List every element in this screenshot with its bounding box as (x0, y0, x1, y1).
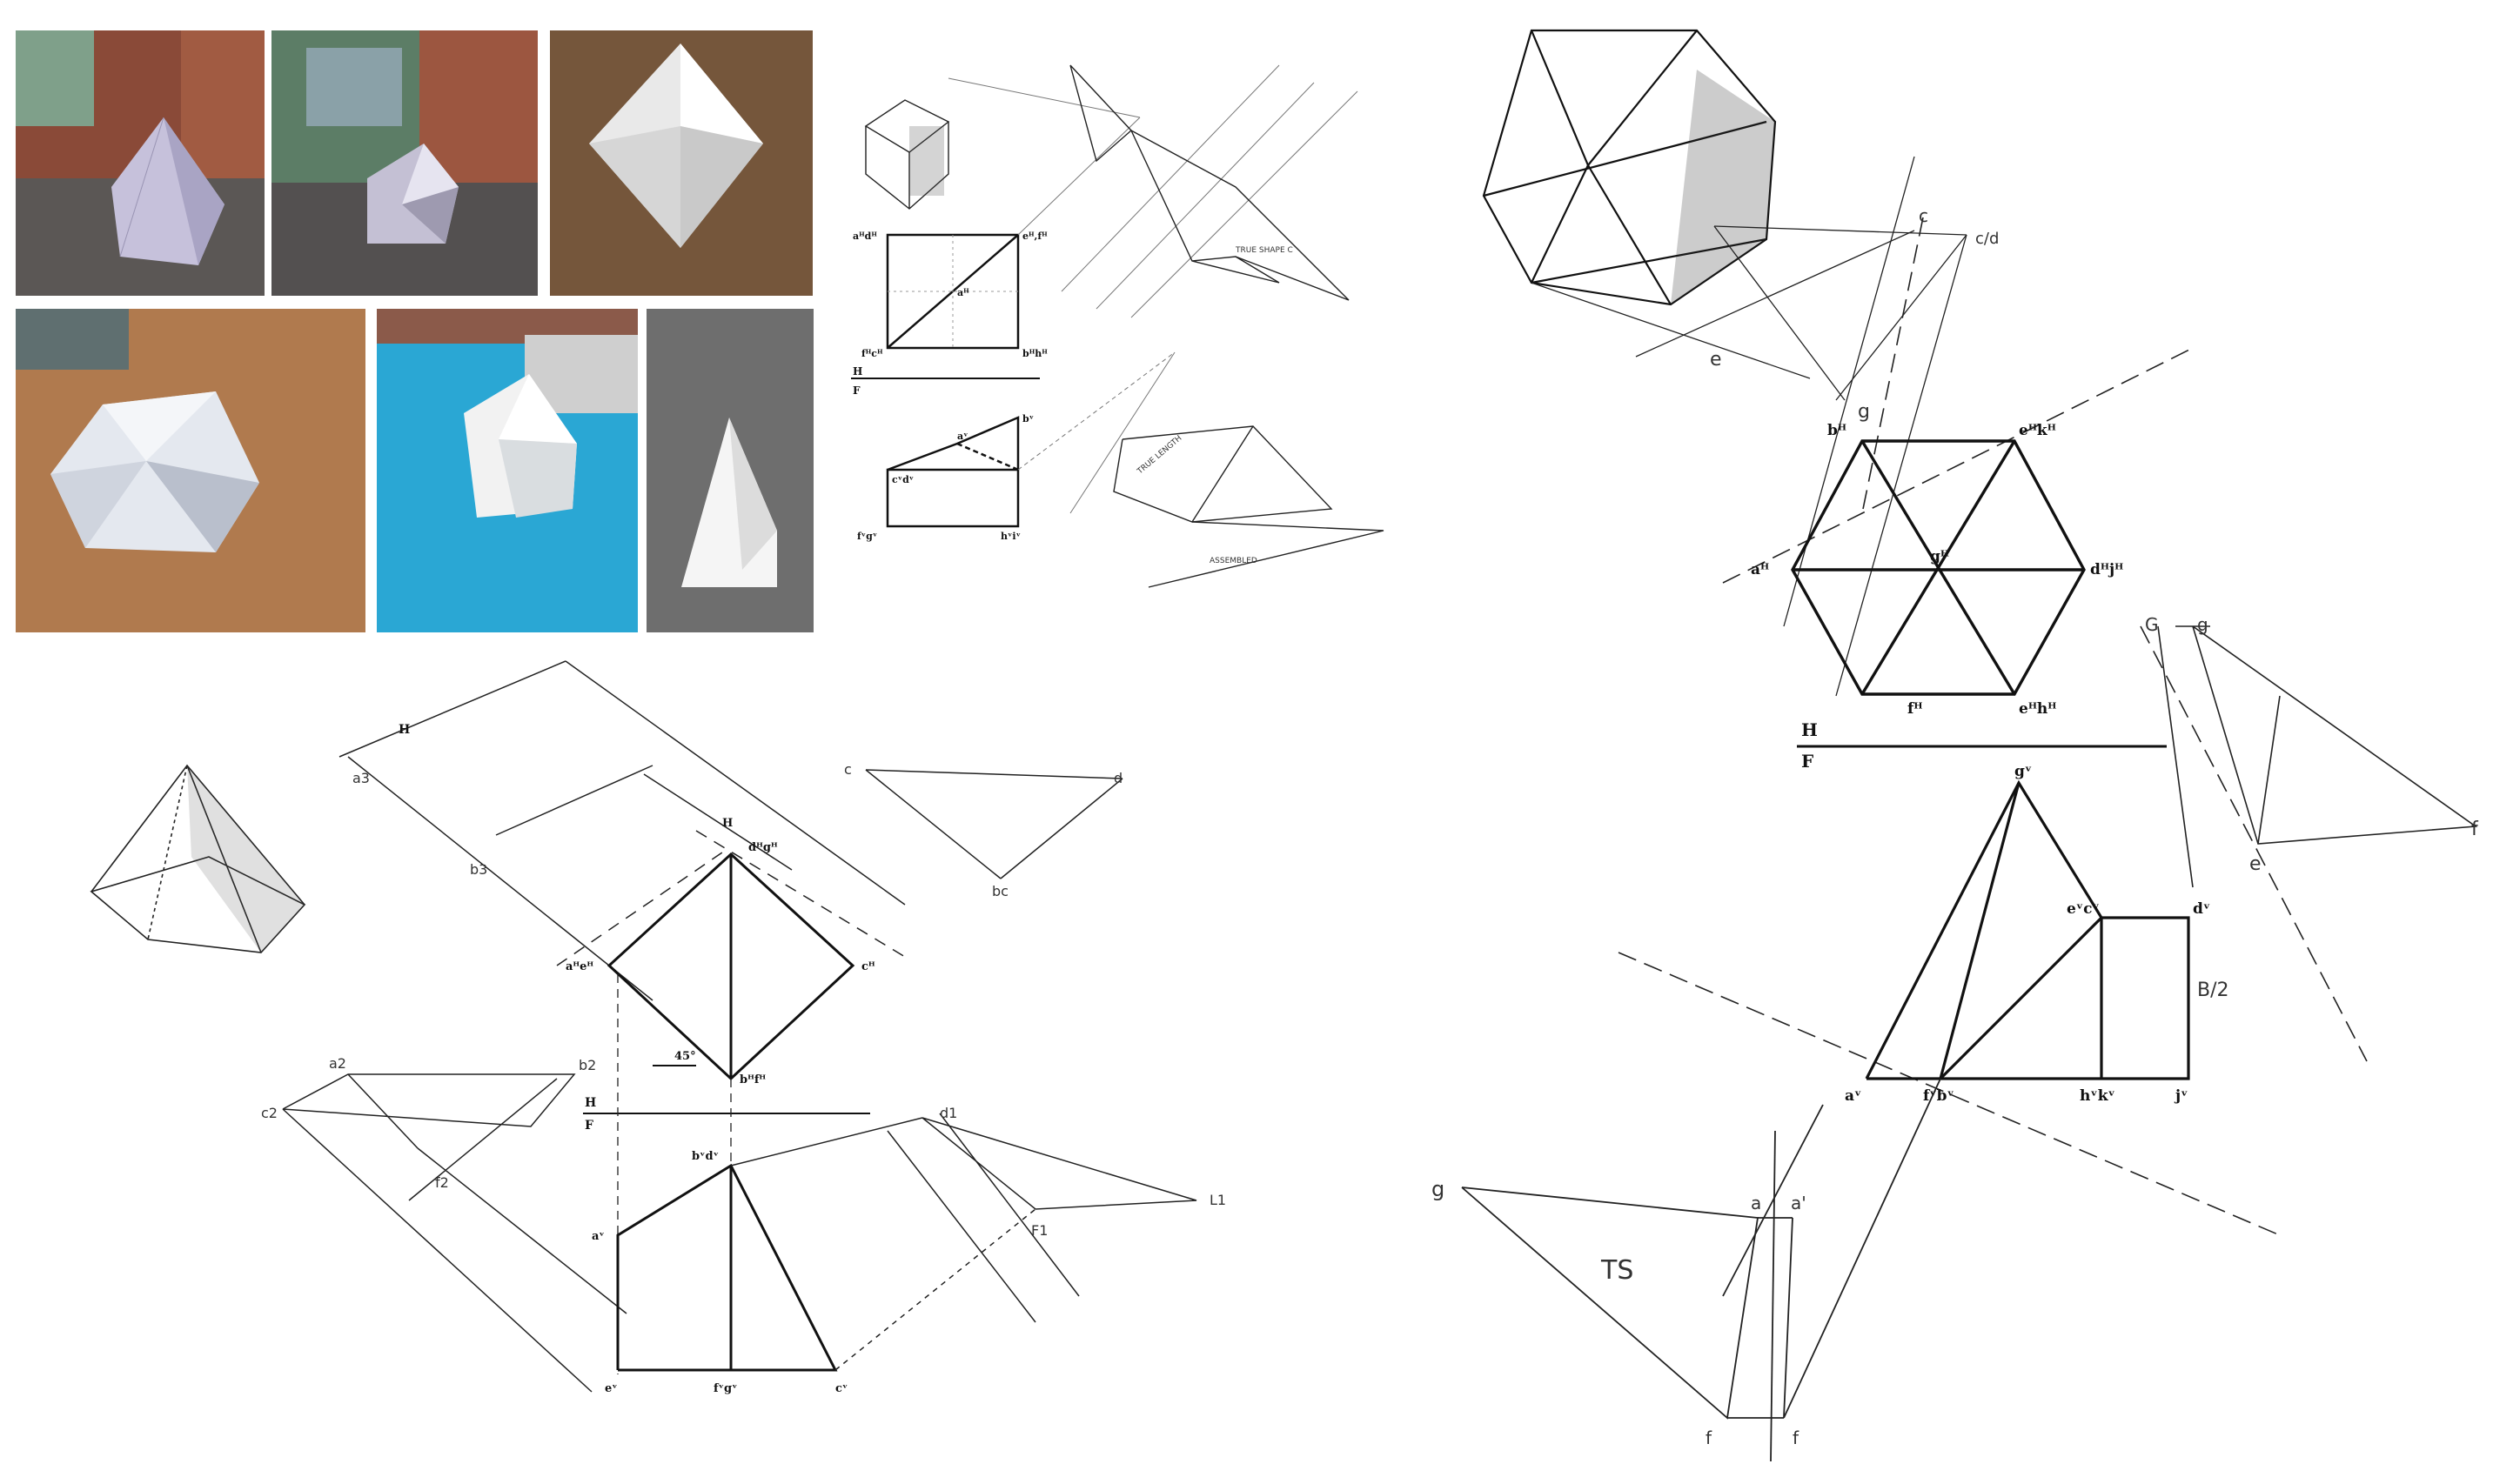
label-ev: eᵛ (605, 1382, 618, 1395)
label-bf: bᴴfᴴ (740, 1073, 766, 1086)
label-cd: c/d (1975, 230, 1999, 248)
label-bh: bᴴ (1827, 422, 1846, 439)
photo-pentagonal-pyramid-on-wall (16, 30, 265, 296)
label-l1: L1 (1210, 1192, 1226, 1208)
label-cv: cᵛ (835, 1382, 848, 1395)
label-ts: TS (1600, 1255, 1633, 1286)
label-f4: f (1793, 1427, 1799, 1448)
label-ek: eᴴkᴴ (2019, 422, 2056, 439)
label-hh: H (585, 1096, 596, 1110)
label-dj: dᴴjᴴ (2090, 561, 2123, 578)
label-f2: f2 (435, 1174, 449, 1191)
label-e2: e (2249, 853, 2262, 875)
label-c-v: cᵛdᵛ (892, 474, 914, 485)
label-dg: dᴴgᴴ (748, 841, 778, 854)
label-a-h2: aᴴ (957, 287, 969, 298)
label-bc: bc (992, 883, 1009, 899)
label-h: H (1801, 719, 1818, 740)
label-f3: f (1706, 1427, 1712, 1448)
label-bd: bᵛdᵛ (692, 1150, 719, 1163)
label-g2: g (2197, 614, 2208, 635)
drawing-hexagonal-pyramid: c c/d e g bᴴ eᴴkᴴ aᴴ gᴴ dᴴjᴴ fᴴ eᴴhᴴ H F… (1410, 17, 2489, 1470)
label-gv: gᵛ (2014, 763, 2032, 780)
label-g3: g (1431, 1177, 1444, 1201)
label-h-top: H (399, 723, 410, 737)
label-hk: hᵛkᵛ (2080, 1087, 2115, 1105)
label-b3: b3 (470, 861, 487, 878)
photo-cut-model-on-wall (271, 30, 538, 296)
label-g: g (1858, 401, 1870, 423)
label-gh: gᴴ (1930, 548, 1949, 565)
label-c-h: fᴴcᴴ (861, 348, 883, 359)
label-h2: H (722, 817, 733, 830)
label-b-h: bᴴhᴴ (1022, 348, 1048, 359)
photo-hexagonal-model-on-table (16, 309, 365, 632)
label-ch: cᴴ (861, 960, 875, 973)
label-e-h: eᴴ,fᴴ (1022, 231, 1048, 242)
label-G: G (2145, 614, 2159, 635)
photo-model-on-blue (377, 309, 638, 632)
label-a-v: aᵛ (957, 431, 968, 442)
label-c2: c2 (261, 1105, 278, 1121)
label-b-v: bᵛ (1022, 413, 1034, 424)
label-a2: a' (1791, 1193, 1806, 1213)
label-45deg: 45° (674, 1050, 696, 1063)
label-fb: fᵛbᵛ (1923, 1087, 1954, 1105)
label-assembled: ASSEMBLED (1210, 557, 1257, 565)
label-f-v: fᵛgᵛ (857, 531, 877, 542)
label-cc: c (844, 761, 852, 778)
label-jv: jᵛ (2174, 1087, 2188, 1105)
label-ff: F (585, 1119, 593, 1133)
label-f2: f (2471, 819, 2479, 840)
label-true-shape: TRUE SHAPE C (1235, 246, 1293, 255)
label-av: aᵛ (1845, 1087, 1861, 1105)
label-f1: F1 (1031, 1222, 1048, 1239)
label-c: c (1919, 205, 1928, 226)
label-ec: eᵛcᵛ (2067, 900, 2100, 918)
label-av: aᵛ (592, 1230, 605, 1243)
photo-octahedron-on-wood (550, 30, 813, 296)
label-ehh: eᴴhᴴ (2019, 700, 2056, 718)
label-f: F (853, 384, 861, 397)
label-b2: B/2 (2197, 979, 2229, 1001)
label-e: e (1710, 349, 1722, 371)
label-fh: fᴴ (1907, 700, 1922, 718)
photo-tall-model-on-grey (647, 309, 814, 632)
label-dv: dᵛ (2193, 900, 2210, 918)
label-a3: a3 (352, 770, 370, 786)
label-h: H (853, 365, 862, 378)
label-d1: d1 (940, 1105, 957, 1121)
label-a: a (1751, 1193, 1761, 1213)
label-h-v: hᵛiᵛ (1001, 531, 1021, 542)
label-a-h: aᴴdᴴ (853, 231, 877, 242)
label-b2: b2 (579, 1057, 596, 1073)
label-a2: a2 (329, 1055, 346, 1072)
label-ah: aᴴ (1751, 561, 1769, 578)
drawing-square-pyramid: H a3 b3 c d bc H aᴴeᴴ dᴴgᴴ cᴴ bᴴfᴴ 45° a… (52, 644, 1357, 1470)
drawing-square-prism: aᴴdᴴ eᴴ,fᴴ fᴴcᴴ bᴴhᴴ aᴴ H F aᵛ bᵛ cᵛdᵛ f… (827, 30, 1410, 639)
label-d3: d (1114, 770, 1123, 786)
label-ahe: aᴴeᴴ (566, 960, 593, 973)
label-fg: fᵛgᵛ (714, 1382, 737, 1395)
label-f: F (1801, 751, 1813, 772)
